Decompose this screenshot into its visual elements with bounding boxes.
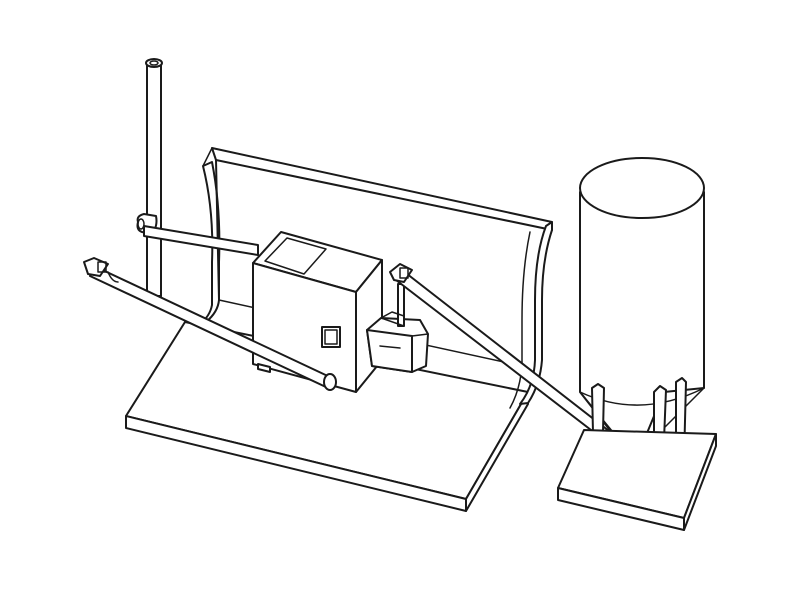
silo-base bbox=[557, 429, 717, 531]
burner-attachment bbox=[366, 283, 429, 373]
screw-conveyor-left bbox=[83, 257, 337, 391]
boiler-unit bbox=[252, 231, 383, 393]
chimney-flue bbox=[136, 58, 259, 302]
base-platform bbox=[125, 321, 529, 512]
back-panel bbox=[199, 147, 553, 409]
